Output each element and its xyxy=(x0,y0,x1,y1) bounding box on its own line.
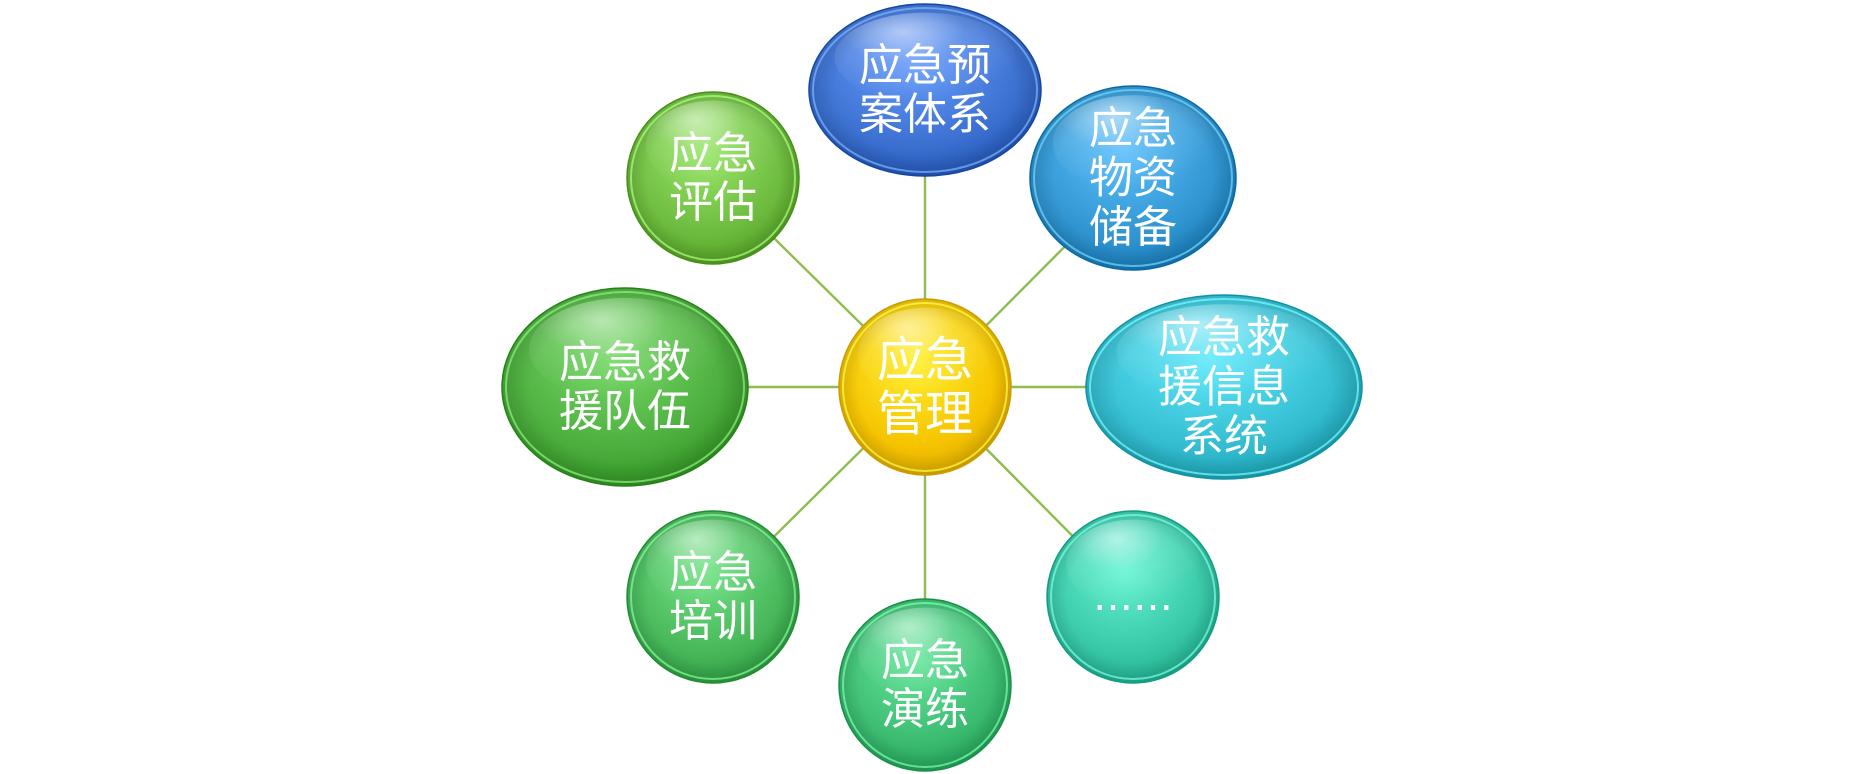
node-training-gloss xyxy=(645,519,781,610)
node-rescue-info-system-label-line-3: 系统 xyxy=(1180,411,1268,462)
node-rescue-info-system-label-line-2: 援信息 xyxy=(1158,362,1290,413)
node-drill-gloss xyxy=(857,607,993,698)
node-assessment-gloss xyxy=(645,100,781,191)
diagram-nodes: 应急预案体系应急物资储备应急救援信息系统……应急演练应急培训应急救援队伍应急评估… xyxy=(501,3,1363,772)
node-rescue-team-outline xyxy=(501,287,749,487)
node-rescue-info-system-outline xyxy=(1085,294,1363,480)
node-center-emergency-management-gloss xyxy=(857,307,993,400)
node-training-label-line-2: 培训 xyxy=(669,596,757,647)
node-rescue-team-gloss xyxy=(529,297,721,401)
node-assessment-outline xyxy=(626,91,800,265)
node-rescue-team-label-line-2: 援队伍 xyxy=(559,386,691,437)
node-supplies-reserve-gloss xyxy=(1052,95,1214,191)
node-drill-outline xyxy=(838,598,1012,772)
node-rescue-team-rim xyxy=(505,291,745,483)
node-training-rim xyxy=(630,514,796,680)
node-drill-label-line-2: 演练 xyxy=(881,684,969,735)
node-supplies-reserve-label-line-3: 储备 xyxy=(1089,202,1177,253)
node-supplies-reserve-label-line-1: 应急 xyxy=(1089,103,1177,154)
node-assessment-label-line-2: 评估 xyxy=(669,177,757,228)
node-training-label-line-1: 应急 xyxy=(669,547,757,598)
node-supplies-reserve-outline xyxy=(1029,85,1237,271)
node-drill-label-line-1: 应急 xyxy=(881,635,969,686)
node-plan-system-label-line-2: 案体系 xyxy=(859,89,991,140)
node-center-emergency-management-label-line-1: 应急 xyxy=(877,332,973,388)
node-center-emergency-management-label-line-2: 管理 xyxy=(877,386,973,442)
node-more-rim xyxy=(1050,514,1216,680)
node-plan-system-rim xyxy=(812,7,1038,173)
node-rescue-info-system-gloss xyxy=(1116,304,1332,400)
node-assessment-label-line-1: 应急 xyxy=(669,128,757,179)
node-more-label-line-1: …… xyxy=(1093,574,1173,620)
node-plan-system-gloss xyxy=(834,12,1016,103)
node-more-gloss xyxy=(1065,519,1201,610)
node-more-outline xyxy=(1046,510,1220,684)
node-supplies-reserve-rim xyxy=(1033,89,1233,267)
node-assessment-rim xyxy=(630,95,796,261)
node-supplies-reserve-label-line-2: 物资 xyxy=(1089,153,1177,204)
node-plan-system-outline xyxy=(808,3,1042,177)
node-more: …… xyxy=(1046,510,1220,684)
node-center-emergency-management-outline xyxy=(838,298,1012,476)
node-training-outline xyxy=(626,510,800,684)
node-rescue-info-system-rim xyxy=(1089,298,1359,476)
node-plan-system-label-line-1: 应急预 xyxy=(859,40,991,91)
node-rescue-info-system-label-line-1: 应急救 xyxy=(1158,312,1290,363)
node-drill-rim xyxy=(842,602,1008,768)
node-rescue-team-label-line-1: 应急救 xyxy=(559,337,691,388)
node-center-emergency-management-rim xyxy=(842,302,1008,472)
